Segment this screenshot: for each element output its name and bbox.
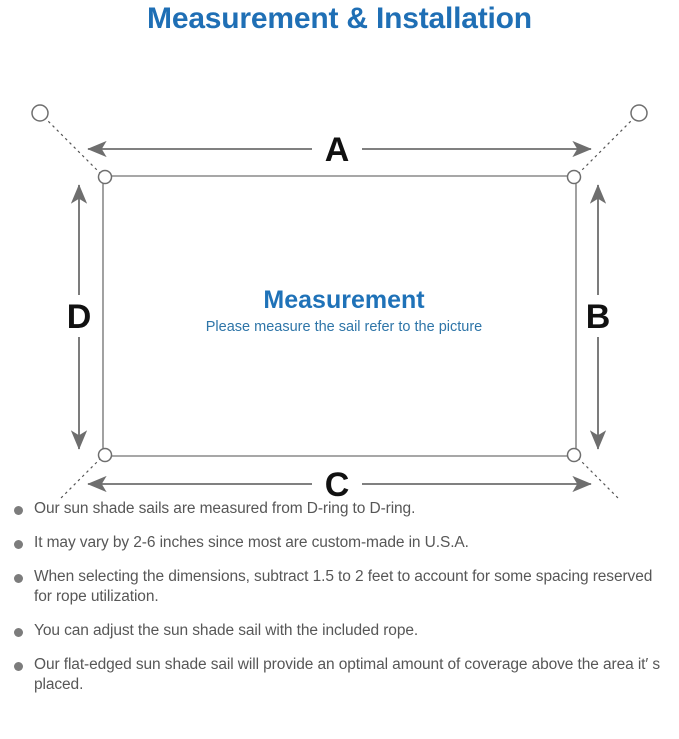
diagram-center-title: Measurement [263,286,425,314]
rope-bottom-left [59,457,102,499]
note-text: Our flat-edged sun shade sail will provi… [34,656,661,693]
rope-bottom-right [577,457,620,499]
bullet-icon [14,506,23,515]
d-ring-top-right [566,169,582,185]
list-item: When selecting the dimensions, subtract … [14,567,665,607]
note-text: Our sun shade sails are measured from D-… [34,500,416,517]
list-item: Our sun shade sails are measured from D-… [14,499,665,519]
sail-body [102,175,577,457]
note-text: When selecting the dimensions, subtract … [34,568,653,605]
diagram-canvas: A C D B Measurement Please measure the s… [31,104,648,499]
bullet-icon [14,628,23,637]
page-title: Measurement & Installation [147,2,532,35]
dimension-label-d: D [67,298,92,336]
dimension-label-c: C [325,466,350,499]
list-item: You can adjust the sun shade sail with t… [14,621,665,641]
measurement-diagram: A C D B Measurement Please measure the s… [0,37,679,499]
d-ring-bottom-left [97,447,113,463]
notes-list: Our sun shade sails are measured from D-… [0,499,679,695]
dimension-label-b: B [586,298,611,336]
anchor-point-top-left [31,104,49,122]
diagram-center-subtitle: Please measure the sail refer to the pic… [206,319,482,335]
list-item: It may vary by 2-6 inches since most are… [14,533,665,553]
rope-top-right [577,115,637,175]
note-text: You can adjust the sun shade sail with t… [34,622,419,639]
rope-top-left [42,115,102,175]
note-text: It may vary by 2-6 inches since most are… [34,534,469,551]
bullet-icon [14,662,23,671]
dimension-label-a: A [325,131,350,169]
anchor-point-top-right [630,104,648,122]
bullet-icon [14,540,23,549]
list-item: Our flat-edged sun shade sail will provi… [14,655,665,695]
bullet-icon [14,574,23,583]
d-ring-top-left [97,169,113,185]
d-ring-bottom-right [566,447,582,463]
